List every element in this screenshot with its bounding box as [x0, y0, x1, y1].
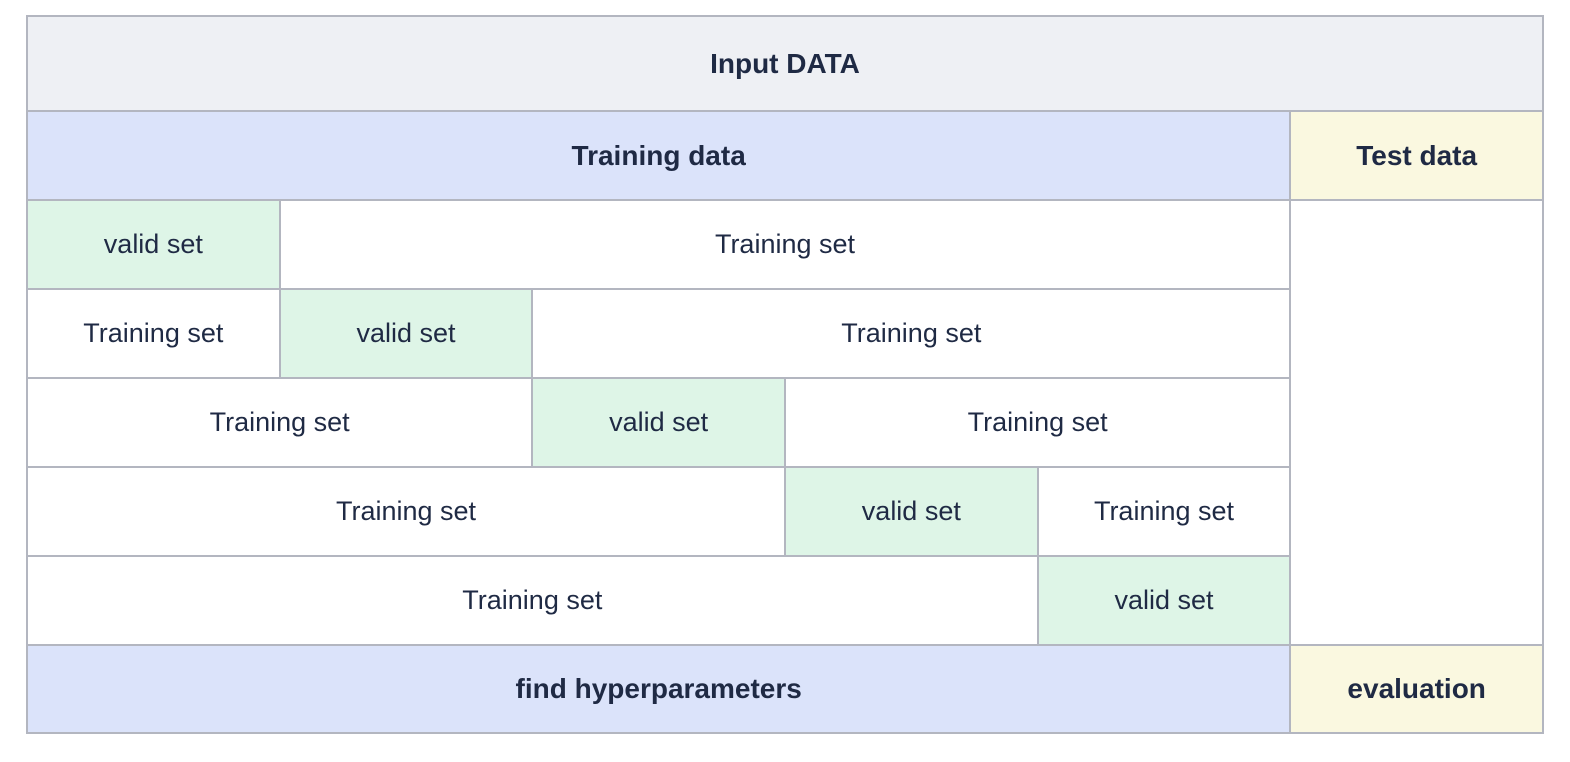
evaluation-footer: evaluation: [1291, 646, 1542, 732]
fold2-training-set-left: Training set: [28, 290, 279, 377]
fold3-valid-set: valid set: [533, 379, 784, 466]
test-data-region: [1291, 201, 1542, 644]
input-data-header: Input DATA: [28, 17, 1542, 110]
fold5-training-set: Training set: [28, 557, 1037, 644]
fold4-valid-set: valid set: [786, 468, 1037, 555]
fold1-valid-set: valid set: [28, 201, 279, 288]
training-data-header: Training data: [28, 112, 1290, 199]
test-data-header: Test data: [1291, 112, 1542, 199]
fold3-training-set-left: Training set: [28, 379, 532, 466]
fold2-training-set-right: Training set: [533, 290, 1290, 377]
fold3-training-set-right: Training set: [786, 379, 1290, 466]
fold4-training-set-left: Training set: [28, 468, 784, 555]
fold5-valid-set: valid set: [1038, 557, 1290, 644]
fold4-training-set-right: Training set: [1038, 468, 1290, 555]
cross-validation-diagram: Input DATA Training data Test data valid…: [26, 15, 1544, 734]
fold1-training-set: Training set: [280, 201, 1290, 288]
find-hyperparameters-footer: find hyperparameters: [28, 646, 1290, 732]
fold2-valid-set: valid set: [280, 290, 532, 377]
